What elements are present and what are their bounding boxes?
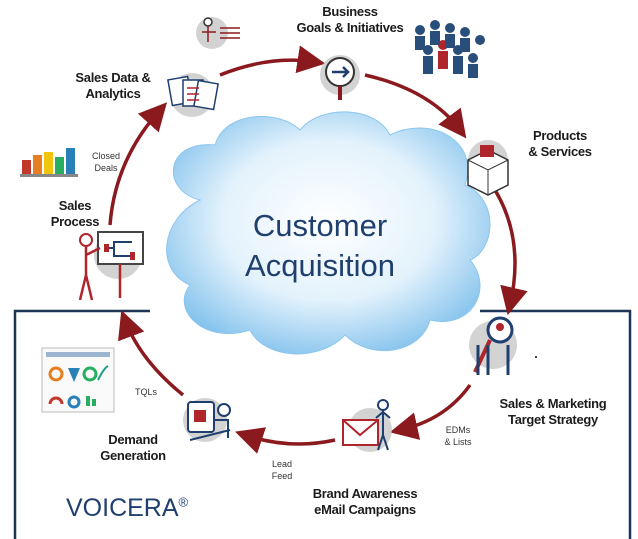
stage-label: Business bbox=[322, 4, 378, 19]
arrow-demand-to-sales bbox=[118, 310, 185, 397]
arrow-brand-to-demand bbox=[235, 427, 336, 454]
voicera-brand: VOICERA® bbox=[66, 494, 188, 523]
connector-lead-feed: Lead Feed bbox=[264, 458, 300, 482]
stage-label: Products bbox=[533, 128, 587, 143]
stage-label: Process bbox=[50, 214, 100, 229]
stage-label: Generation bbox=[100, 448, 166, 463]
email-person-icon bbox=[342, 399, 391, 451]
center-title: Customer Acquisition bbox=[200, 206, 440, 286]
stage-label: Sales bbox=[58, 198, 92, 213]
center-title-line1: Customer bbox=[252, 208, 388, 243]
stage-target-strategy: Sales & Marketing Target Strategy bbox=[488, 396, 618, 428]
arrow-sales-to-analytics bbox=[108, 102, 168, 226]
connector-edms: EDMs & Lists bbox=[438, 424, 478, 448]
stage-label: Sales Data & bbox=[75, 70, 151, 85]
arrow-products-to-strategy bbox=[493, 189, 528, 316]
cloud-shape bbox=[166, 111, 491, 355]
stage-label: Analytics bbox=[85, 86, 141, 101]
bar-chart-icon bbox=[20, 148, 78, 177]
connector-closed-deals: Closed Deals bbox=[86, 150, 126, 174]
crowd-icon bbox=[415, 20, 485, 78]
connector-label: Closed bbox=[91, 151, 120, 161]
stage-brand-awareness: Brand Awareness eMail Campaigns bbox=[300, 486, 430, 518]
stage-label: Brand Awareness bbox=[312, 486, 418, 501]
stage-label: Sales & Marketing bbox=[499, 396, 607, 411]
stage-label: & Services bbox=[528, 144, 592, 159]
connector-label: Lead bbox=[271, 459, 293, 469]
connector-label: Feed bbox=[271, 471, 293, 481]
dashboard-thumbnail-icon bbox=[41, 347, 115, 413]
computer-user-icon bbox=[187, 401, 231, 441]
connector-label: EDMs bbox=[445, 425, 471, 435]
arrow-goals-to-products bbox=[364, 73, 467, 139]
reports-icon bbox=[167, 75, 219, 111]
stage-label: Demand bbox=[108, 432, 158, 447]
stage-business-goals: Business Goals & Initiatives bbox=[285, 4, 415, 36]
stage-products-services: Products & Services bbox=[520, 128, 600, 160]
arrow-analytics-to-goals bbox=[219, 45, 326, 77]
center-title-line2: Acquisition bbox=[245, 248, 395, 283]
goals-disc bbox=[196, 17, 228, 49]
magnifier-arrow-icon bbox=[325, 57, 355, 100]
presenter-board-icon bbox=[78, 231, 144, 301]
people-magnifier-icon bbox=[473, 316, 514, 375]
connector-label: & Lists bbox=[444, 437, 472, 447]
stage-demand-generation: Demand Generation bbox=[88, 432, 178, 464]
presenter-icon bbox=[202, 17, 240, 42]
stage-sales-data-analytics: Sales Data & Analytics bbox=[58, 70, 168, 102]
connector-tqls: TQLs bbox=[134, 387, 157, 397]
stage-sales-process: Sales Process bbox=[45, 198, 105, 230]
brand-name: VOICERA bbox=[66, 494, 179, 522]
voicera-box bbox=[13, 309, 632, 539]
arrow-strategy-to-brand bbox=[389, 383, 472, 440]
registered-mark: ® bbox=[178, 494, 189, 510]
connector-label: Deals bbox=[94, 163, 118, 173]
stage-label: Target Strategy bbox=[508, 412, 598, 427]
stage-label: Goals & Initiatives bbox=[296, 20, 404, 35]
product-box-icon bbox=[467, 145, 509, 196]
stage-label: eMail Campaigns bbox=[314, 502, 416, 517]
